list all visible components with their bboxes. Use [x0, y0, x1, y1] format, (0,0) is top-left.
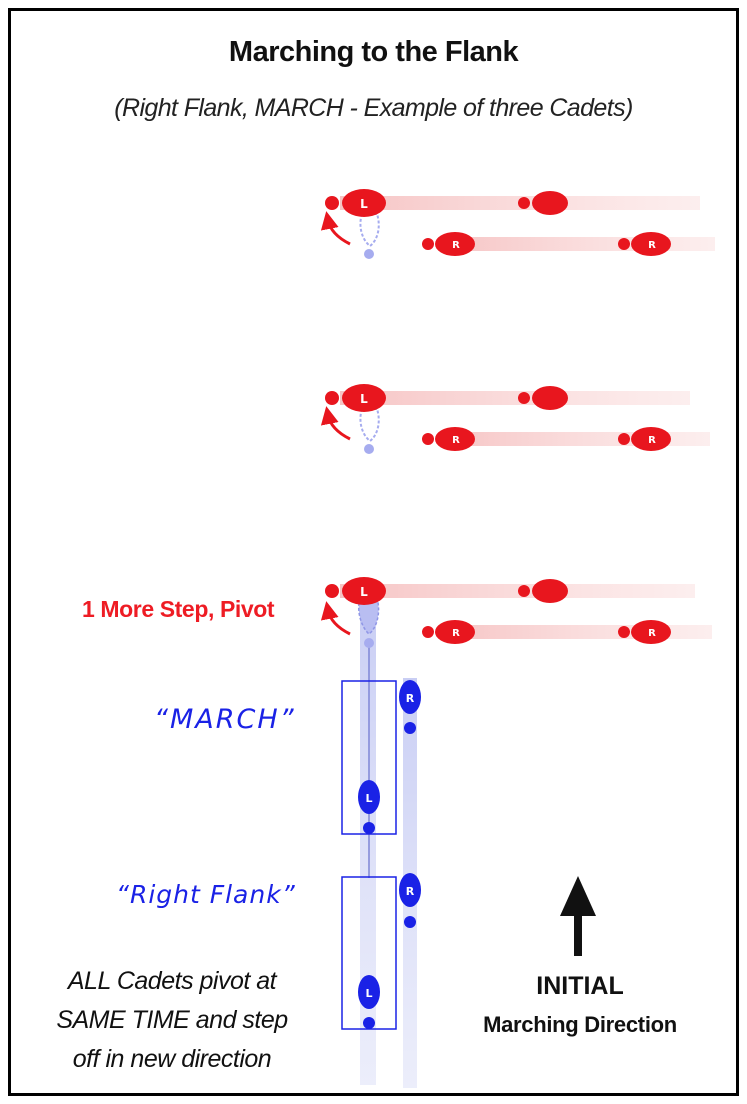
cadet-2-right-foot-far [518, 386, 568, 410]
pivot-note-line-3: off in new direction [72, 1045, 272, 1073]
cadet-1-group: L R R [320, 189, 715, 259]
cadet-2-pivot-left-foot: L [325, 384, 386, 412]
pivot-note-line-2: SAME TIME and step [56, 1006, 288, 1034]
cadet-1-trail-lower [440, 237, 715, 251]
cadet-2-right-foot-b: R [618, 427, 671, 451]
cadet-1-right-foot-far [518, 191, 568, 215]
pivot-step-label: 1 More Step, Pivot [82, 596, 275, 622]
pivot-note-line-1: ALL Cadets pivot at [67, 967, 277, 995]
cadet-3-pivot-left-foot: L [325, 577, 386, 605]
svg-text:R: R [452, 628, 460, 639]
svg-text:L: L [360, 585, 368, 599]
svg-text:L: L [360, 392, 368, 406]
cadet-1-pivot-arrow [320, 211, 351, 246]
cadet-1-right-foot-a: R [422, 232, 475, 256]
direction-subtitle: Marching Direction [483, 1012, 677, 1037]
cadet-3-ghost-foot [357, 597, 380, 648]
svg-text:R: R [648, 435, 656, 446]
cadet-3-trail-upper [340, 584, 695, 598]
cadet-3-pivot-arrow [320, 601, 351, 636]
svg-text:R: R [452, 435, 460, 446]
cadet-1-right-foot-b: R [618, 232, 671, 256]
blue-left-foot-upper: L [358, 780, 380, 834]
direction-arrow-icon [560, 876, 596, 956]
cadet-2-right-foot-a: R [422, 427, 475, 451]
direction-title: INITIAL [536, 972, 624, 1000]
cadet-3-group: L R R R L R [320, 577, 712, 1088]
cadet-2-group: L R R [320, 384, 710, 454]
svg-text:L: L [365, 792, 372, 805]
cadet-1-ghost-foot [359, 213, 380, 259]
cadet-3-right-foot-b: R [618, 620, 671, 644]
cadet-1-pivot-left-foot: L [325, 189, 386, 217]
command-right-flank-label: “Right Flank” [116, 880, 296, 909]
command-march-label: “MARCH” [154, 704, 296, 735]
svg-text:R: R [406, 692, 415, 705]
cadet-3-right-foot-far [518, 579, 568, 603]
svg-text:R: R [452, 240, 460, 251]
cadet-3-right-foot-a: R [422, 620, 475, 644]
cadet-2-ghost-foot [359, 408, 380, 454]
cadet-3-trail-lower [440, 625, 712, 639]
svg-text:R: R [648, 240, 656, 251]
pivot-note: ALL Cadets pivot at SAME TIME and step o… [22, 962, 322, 1079]
approach-trail-left [360, 600, 376, 1085]
svg-text:R: R [648, 628, 656, 639]
blue-left-foot-lower: L [358, 975, 380, 1029]
diagram-title: Marching to the Flank [228, 36, 519, 68]
svg-text:R: R [406, 885, 415, 898]
cadet-2-trail-upper [340, 391, 690, 405]
diagram-subtitle: (Right Flank, MARCH - Example of three C… [114, 94, 633, 122]
svg-text:L: L [365, 987, 372, 1000]
cadet-2-pivot-arrow [320, 406, 351, 441]
blue-right-foot-upper: R [399, 680, 421, 734]
blue-right-foot-lower: R [399, 873, 421, 928]
svg-text:L: L [360, 197, 368, 211]
